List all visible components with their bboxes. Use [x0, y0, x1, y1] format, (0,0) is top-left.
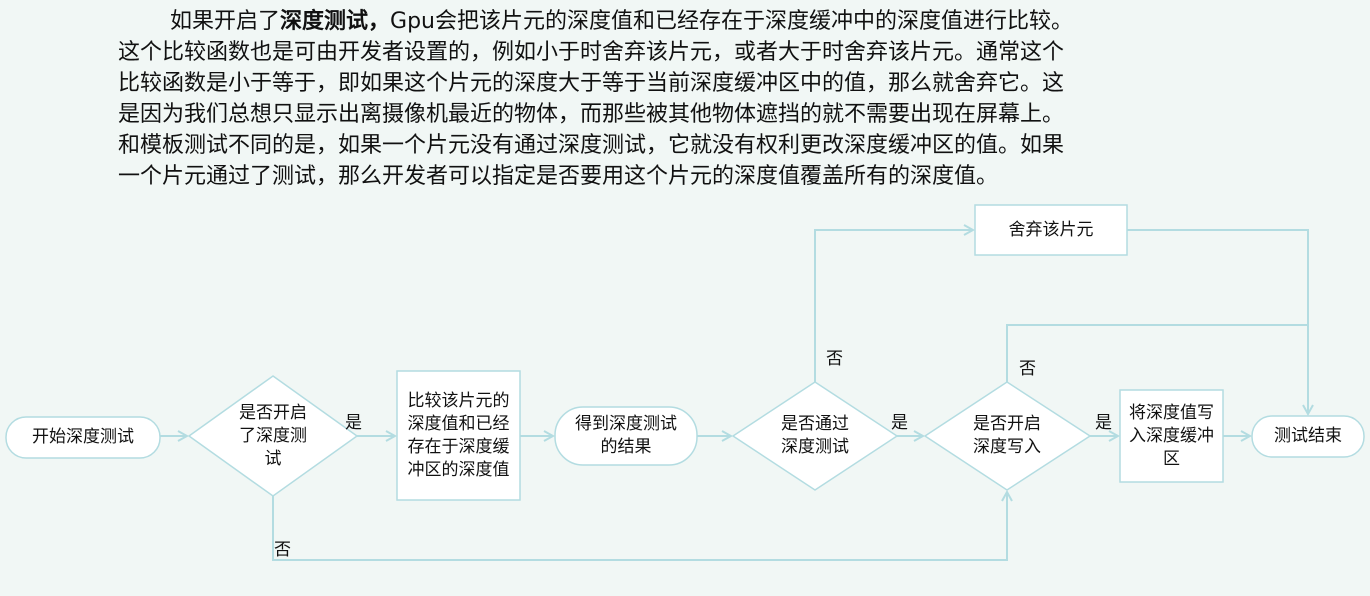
result-label: 得到深度测试的结果 — [575, 414, 677, 457]
no-label: 否 — [826, 349, 843, 369]
decision-pass-node — [731, 381, 899, 491]
description-paragraph: 如果开启了深度测试，Gpu会把该片元的深度值和已经存在于深度缓冲中的深度值进行比… — [118, 6, 1073, 192]
write-label: 将深度值写入深度缓冲区 — [1129, 402, 1214, 469]
compare-node — [396, 370, 521, 501]
discard-label: 舍弃该片元 — [1008, 219, 1094, 240]
yes-label: 是 — [1095, 413, 1112, 433]
end-label: 测试结束 — [1274, 426, 1342, 446]
start-node — [5, 416, 161, 459]
decision-pass-label: 是否通过深度测试 — [781, 414, 849, 457]
text: 如果开启了 — [170, 9, 281, 34]
yes-label: 是 — [891, 413, 908, 433]
connector — [1006, 324, 1308, 382]
discard-node — [974, 204, 1128, 256]
bold-text: 深度测试， — [280, 9, 391, 34]
decision-enabled-label: 是否开启了深度测试 — [239, 402, 307, 469]
start-label: 开始深度测试 — [32, 427, 134, 447]
arrow — [1127, 229, 1308, 414]
paragraph-line: 比较函数是小于等于，即如果这个片元的深度大于等于当前深度缓冲区中的值，那么就舍弃… — [118, 71, 1065, 96]
compare-label: 比较该片元的深度值和已经存在于深度缓冲区的深度值 — [407, 390, 510, 480]
paragraph-line: 一个片元通过了测试，那么开发者可以指定是否要用这个片元的深度值覆盖所有的深度值。 — [118, 164, 999, 189]
no-label: 否 — [1019, 359, 1036, 379]
text: Gpu会把该片元的深度值和已经存在于深度缓冲中的深度值进行比较。 — [390, 9, 1073, 34]
paragraph-line: 如果开启了深度测试，Gpu会把该片元的深度值和已经存在于深度缓冲中的深度值进行比… — [118, 6, 1073, 37]
paragraph-line: 是因为我们总想只显示出离摄像机最近的物体，而那些被其他物体遮挡的就不需要出现在屏… — [118, 102, 1065, 127]
paragraph-line: 和模板测试不同的是，如果一个片元没有通过深度测试，它就没有权利更改深度缓冲区的值… — [118, 133, 1065, 158]
arrow — [814, 230, 973, 382]
arrow — [272, 492, 1007, 561]
no-label: 否 — [274, 540, 291, 560]
end-node — [1251, 415, 1365, 458]
paragraph-line: 这个比较函数也是可由开发者设置的，例如小于时舍弃该片元，或者大于时舍弃该片元。通… — [118, 40, 1065, 65]
decision-write-label: 是否开启深度写入 — [973, 414, 1041, 457]
yes-label: 是 — [345, 413, 362, 433]
